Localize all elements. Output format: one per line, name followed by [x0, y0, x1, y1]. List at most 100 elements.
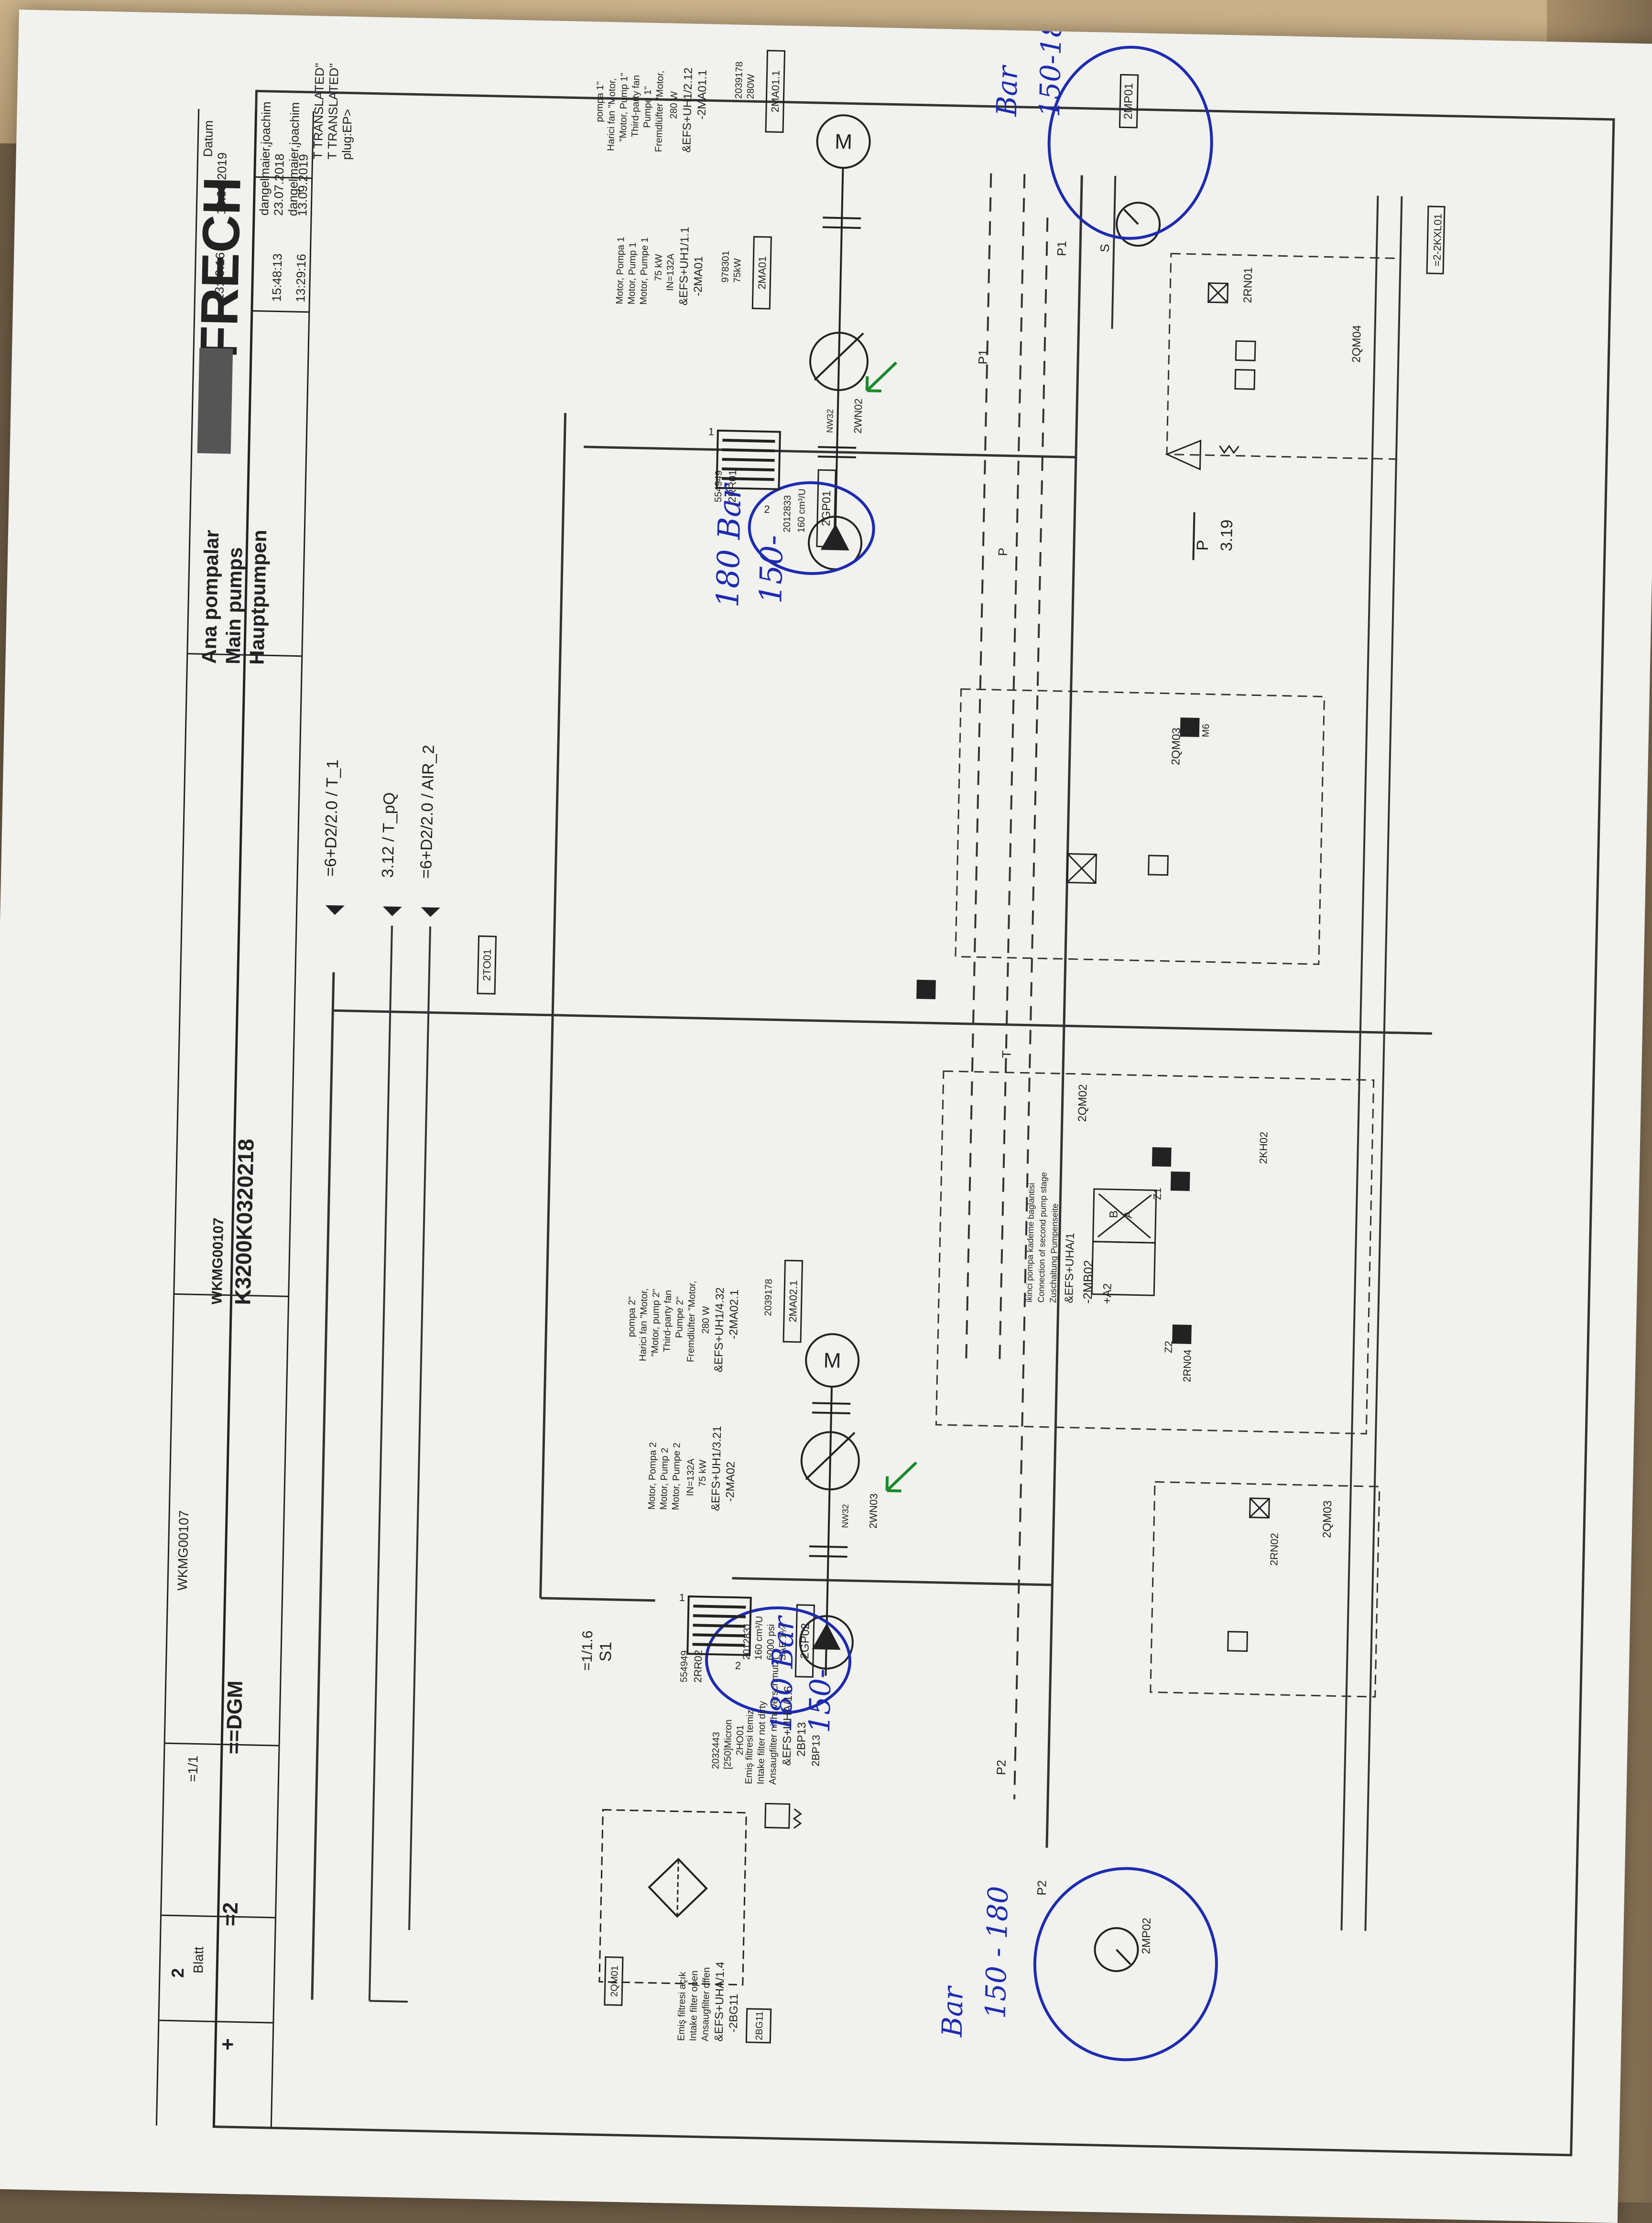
sensor-2bg11-loc: &EFS+UHA/1.4: [712, 1962, 727, 2042]
pump-2gp02-spec3: 160 cm³/U: [753, 1616, 765, 1660]
tpq-line-end: [369, 2000, 408, 2003]
cooler-2rr01-label: 2RR01: [726, 470, 739, 503]
sensor-2bp13-desc2: Intake filter not dirty: [756, 1701, 768, 1785]
tb-not-translated-2: T TRANSLATED": [325, 63, 341, 160]
valve-2qm04-label: 2QM04: [1350, 325, 1364, 363]
motor-2ma01-1-desc6: pompa 1": [594, 81, 606, 122]
tb-title-de: Hauptpumpen: [245, 530, 271, 665]
motor-2ma02-loc: &EFS+UH1/3.21: [709, 1426, 724, 1511]
valve-2mb02-loc: &EFS+UHA/1: [1063, 1233, 1077, 1303]
motor-2ma01-desc3: Motor, Pompa 1: [614, 237, 626, 304]
motor-2ma01-1-ref: -2MA01.1: [696, 70, 709, 120]
sensor-2bp13-loc: &EFS+UHA/1.6: [780, 1686, 795, 1766]
frame-ref: =2-2KXL01: [1431, 214, 1444, 267]
tb-row2-time: 13:29:16: [293, 254, 308, 303]
s1-ref: =1/1.6: [579, 1630, 596, 1671]
motor-2ma01-1-power: 280 W: [669, 91, 680, 119]
hose-2wn02-spec: NW32: [825, 409, 835, 433]
xref-t1: =6+D2/2.0 / T_1: [321, 759, 342, 877]
pump-2gp01-label-group: 2GP01 160 cm³/U 2012833: [748, 469, 875, 575]
filter-2ho01-label: 2HO01: [735, 1725, 746, 1756]
cooler-2rr01-port2: 2: [764, 503, 770, 515]
tb-section: ==DGM: [222, 1681, 247, 1755]
motor-2ma02-1-desc4: "Motor, pump 2": [650, 1289, 662, 1356]
note-bar-a: Bar: [990, 64, 1024, 117]
sensor-2bg11: 2BG11 -2BG11 &EFS+UHA/1.4 Ansaugfilter o…: [604, 1956, 772, 2044]
rail-s-second: [1340, 195, 1379, 1930]
motor-2ma01-labels: 2MA01.1 280W 2039178 2MA01 75kW 978301 -…: [594, 50, 786, 310]
motor-2ma01-nr: 978301: [720, 250, 731, 282]
valve-2qm02-block: 2QM02 2KH02 -2MB02 &EFS+UHA/1 +A2 Zuscha…: [935, 1070, 1375, 1435]
z1-label: Z1: [1151, 1187, 1163, 1200]
motor-2ma02-1-desc5: Harici fan "Motor,: [638, 1288, 650, 1361]
note-150-b: 150-: [753, 535, 790, 604]
motor-2ma01-ref: -2MA01: [692, 256, 706, 297]
motor-2ma01-1-loc: &EFS+UH1/2.12: [680, 67, 695, 153]
pressure-rail-p: [1045, 175, 1083, 1848]
valve-2mb02-desc-en: Connection of second pump stage: [1036, 1172, 1049, 1303]
tank-collector: [311, 972, 335, 2000]
tb-title-tr: Ana pompalar: [197, 530, 223, 664]
valve-2mb02-a2: +A2: [1101, 1283, 1114, 1304]
motor-2ma02-kw: 75 kW: [697, 1460, 708, 1487]
valve-2mb02-ref: -2MB02: [1080, 1260, 1096, 1304]
gauge-2mp01-label: 2MP01: [1122, 83, 1136, 119]
motor-2ma01-desc2: Motor, Pump 1: [626, 242, 638, 304]
valve-2mb02-desc-de: Zuschaltung Pumpenseite: [1048, 1204, 1060, 1303]
pump2-pressure-line: [732, 1577, 1053, 1586]
label-s: S: [1098, 244, 1112, 252]
tank-2to01-label: 2TO01: [481, 949, 493, 981]
handwritten-notes: 150-180 Bar 150- 180 Bar 150- 180 Bar 15…: [710, 10, 1068, 2038]
motor-2ma01-loc: &EFS+UH1/1.1: [677, 227, 691, 305]
motor-2ma01-1-desc2: Pumpe 1": [642, 86, 653, 128]
motor-2ma02-symbol: [800, 1431, 860, 1491]
sensor-2bp13-desc3: Emiş filtresi temiz: [744, 1710, 756, 1784]
sensor-2bg11-desc1: Ansaugfilter offen: [700, 1967, 712, 2041]
sensor-2bp13-label: 2BP13: [809, 1735, 822, 1767]
cooler-2rr01-port1: 1: [708, 425, 715, 437]
valve-b-label: B: [1108, 1210, 1120, 1218]
valve-2rn02-label: 2RN02: [1268, 1533, 1280, 1566]
tb-row1-name: dangelmaier,joachim: [257, 101, 273, 216]
xref-air2: =6+D2/2.0 / AIR_2: [417, 745, 438, 879]
motor-2ma01-1-m: M: [835, 130, 853, 154]
hose-2wn03-label: 2WN03: [867, 1494, 880, 1529]
motor-2ma01-label: 2MA01: [756, 256, 768, 290]
tb-logo-bar: [197, 348, 233, 454]
title-block: dangelmaier,joachim 23.07.2018 15:48:13 …: [155, 63, 355, 2128]
cooler-2rr02-port2: 2: [735, 1659, 741, 1671]
tb-datum: Datum: [201, 120, 216, 157]
pump-2-group: M: [799, 1333, 860, 1676]
sensor-2bg11-ref: -2BG11: [727, 1994, 741, 2032]
note-150-180-d: 150 - 180: [979, 1886, 1014, 2019]
tb-title-en: Main pumps: [221, 547, 246, 664]
tb-row1-time: 15:48:13: [269, 253, 284, 302]
label-p: P: [996, 548, 1010, 556]
label-p1-a: P1: [1054, 241, 1069, 256]
motor-2ma02-1-desc1: Fremdlüfter "Motor,: [685, 1280, 698, 1362]
filter-2qm01-label: 2QM01: [609, 1965, 620, 1997]
valve-a-label: A: [1122, 1211, 1135, 1219]
air-line: [408, 926, 432, 1930]
motor-2ma01-1-w: 280W: [745, 74, 756, 99]
motor-2ma02-1-nr: 2039178: [763, 1279, 774, 1316]
tb-ref2: WKMG00107: [175, 1510, 192, 1591]
motor-2ma02-desc2: Motor, Pump 2: [659, 1448, 671, 1510]
label-p2-a: P2: [994, 1760, 1009, 1775]
cooler-2rr01: 2RR01 554949 1 2: [708, 425, 781, 515]
pump-2gp02-spec1: SAE 1¼": [777, 1622, 789, 1661]
xref-tpq: 3.12 / T_pQ: [379, 792, 399, 878]
gauge-2mp02: 2MP02: [1033, 1867, 1218, 2061]
motor-2ma02-1-ref: -2MA02.1: [727, 1290, 741, 1340]
valve-2kh02-label: 2KH02: [1257, 1132, 1270, 1164]
s1-label: S1: [597, 1641, 615, 1661]
pilot-line-1: [998, 174, 1026, 1369]
valve-2mb02-desc-tr: ikinci pompa kademe baglantisi: [1024, 1183, 1036, 1303]
motor-2ma01-symbol: [809, 332, 869, 391]
gauge-2mp01: 2MP01: [1047, 45, 1213, 329]
valve-2qm03-right-label: 2QM03: [1321, 1500, 1335, 1538]
valve-2qm03-block: 2QM03 M6: [916, 688, 1326, 999]
motor-2ma02-1-desc6: pompa 2": [626, 1296, 638, 1337]
valve-2rn04-label: 2RN04: [1181, 1349, 1193, 1382]
tb-not-translated-1: T TRANSLATED": [311, 63, 327, 159]
